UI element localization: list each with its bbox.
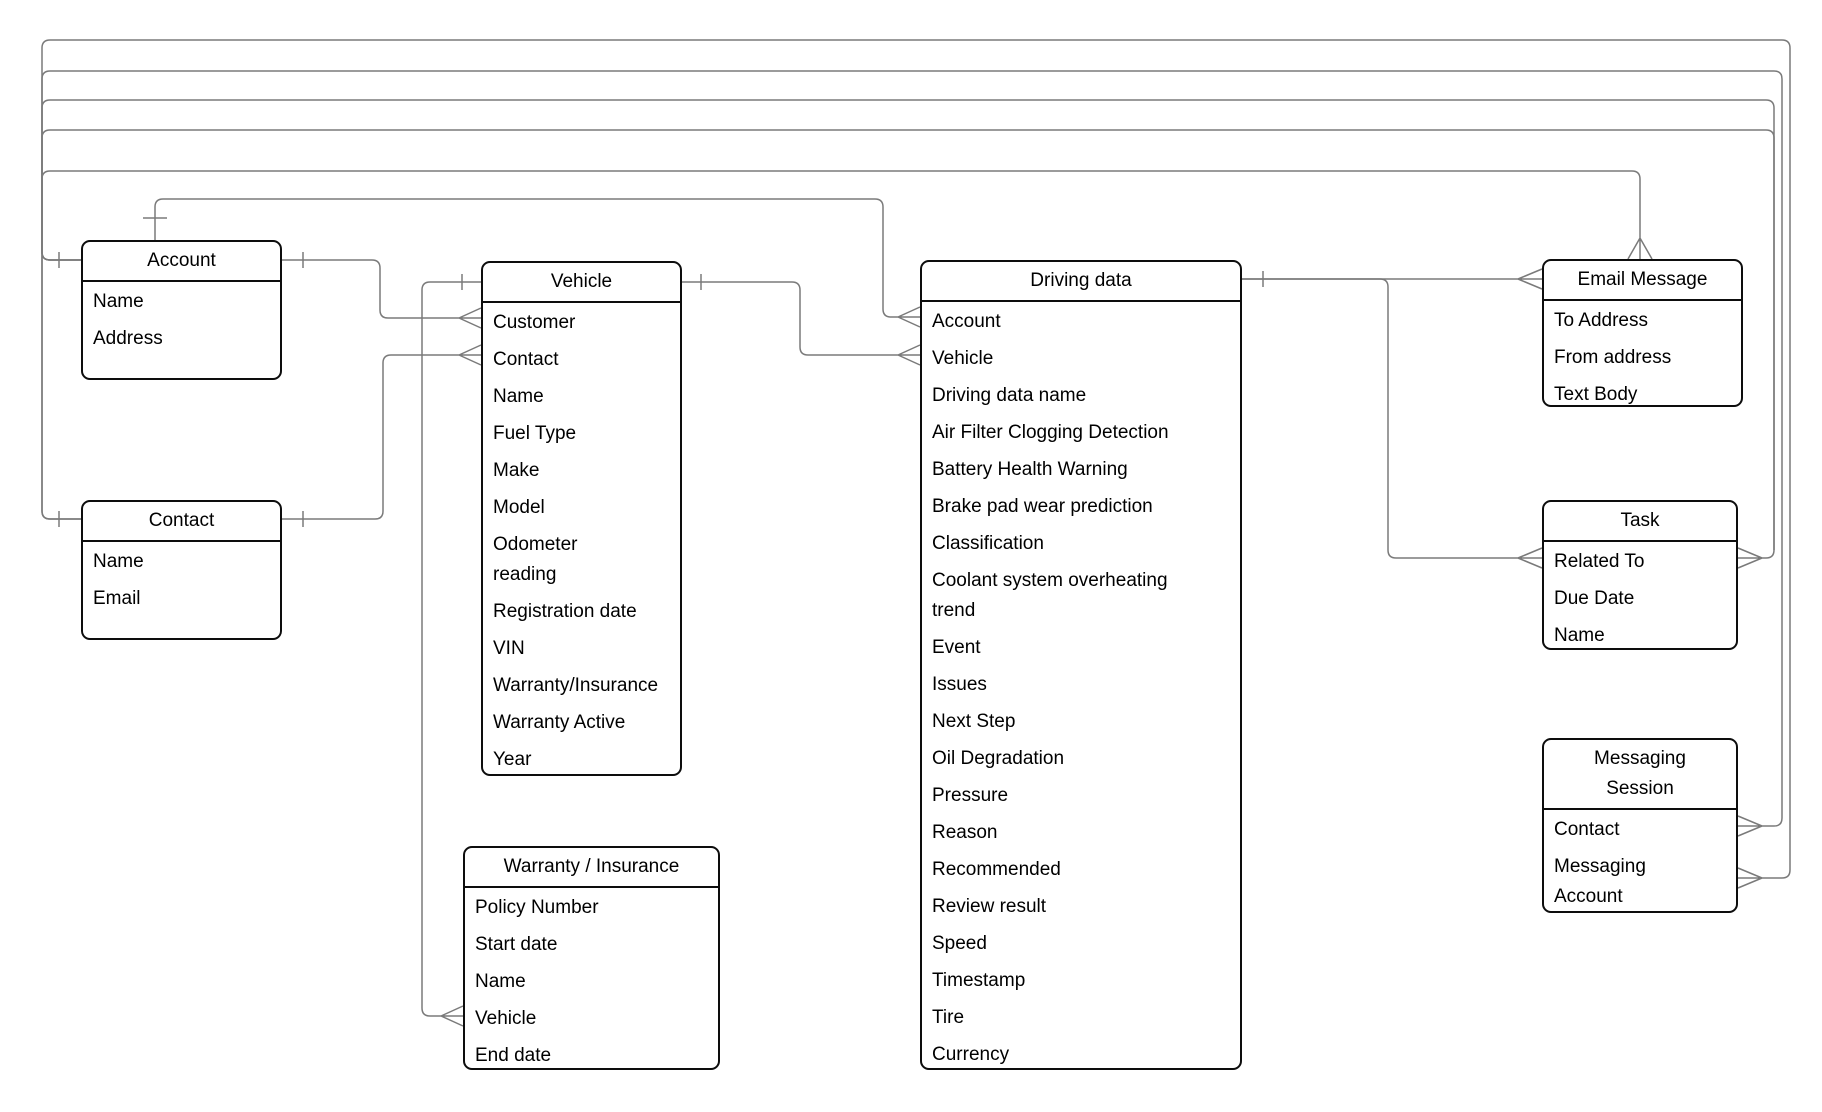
entity-field: Due Date <box>1554 587 1635 609</box>
entity-field: End date <box>475 1044 552 1066</box>
entity-field: Coolant system overheating trend <box>932 569 1168 621</box>
entity-field: Event <box>932 636 981 658</box>
entity-field: Messaging Account <box>1554 855 1646 907</box>
entity-driving-data[interactable]: Driving data Account Vehicle Driving dat… <box>920 260 1242 1070</box>
entity-field: Air Filter Clogging Detection <box>932 421 1169 443</box>
connector-driving-data-task <box>1242 278 1543 569</box>
connector-account-task <box>41 99 1775 569</box>
connector-account-messaging-account <box>41 39 1791 889</box>
connector-contact-vehicle-contact <box>282 344 482 520</box>
entity-field: Related To <box>1554 550 1645 572</box>
entity-contact[interactable]: Contact Name Email <box>81 500 282 640</box>
entity-title-messaging-session: Messaging Session <box>1544 740 1736 810</box>
entity-title-vehicle: Vehicle <box>483 263 680 303</box>
entity-title-task: Task <box>1544 502 1736 542</box>
connector-vehicle-warranty <box>421 281 481 1027</box>
entity-field: Speed <box>932 932 987 954</box>
entity-field: Model <box>493 496 545 518</box>
entity-field: From address <box>1554 346 1672 368</box>
entity-field: Warranty/Insurance <box>493 674 659 696</box>
entity-field: Vehicle <box>475 1007 537 1029</box>
entity-messaging-session[interactable]: Messaging Session Contact Messaging Acco… <box>1542 738 1738 913</box>
connector-vehicle-driving-data <box>682 281 921 366</box>
entity-field: Fuel Type <box>493 422 577 444</box>
entity-field: Reason <box>932 821 998 843</box>
entity-field: To Address <box>1554 309 1648 331</box>
entity-field: Address <box>93 327 163 349</box>
entity-title-contact: Contact <box>83 502 280 542</box>
entity-field: Account <box>932 310 1001 332</box>
connector-contact-task <box>41 129 1775 550</box>
entity-field: Make <box>493 459 540 481</box>
entity-field: Classification <box>932 532 1044 554</box>
entity-account[interactable]: Account Name Address <box>81 240 282 380</box>
entity-vehicle[interactable]: Vehicle Customer Contact Name Fuel Type … <box>481 261 682 776</box>
entity-field: Start date <box>475 933 558 955</box>
entity-field: Name <box>93 550 144 572</box>
entity-field: Currency <box>932 1043 1010 1065</box>
entity-field: Customer <box>493 311 576 333</box>
entity-field: VIN <box>493 637 525 659</box>
entity-field: Name <box>475 970 526 992</box>
entity-field: Timestamp <box>932 969 1026 991</box>
entity-field: Brake pad wear prediction <box>932 495 1153 517</box>
entity-title-email-message: Email Message <box>1544 261 1741 301</box>
connector-contact-messaging-contact <box>41 70 1783 837</box>
entity-field: Issues <box>932 673 987 695</box>
entity-field: Text Body <box>1554 383 1638 405</box>
entity-field: Battery Health Warning <box>932 458 1128 480</box>
entity-field: Tire <box>932 1006 965 1028</box>
entity-field: Pressure <box>932 784 1009 806</box>
entity-field: Name <box>93 290 144 312</box>
entity-field: Contact <box>1554 818 1620 840</box>
connector-account-vehicle-customer <box>282 259 482 329</box>
entity-field: Year <box>493 748 532 770</box>
entity-title-warranty-insurance: Warranty / Insurance <box>465 848 718 888</box>
entity-field: Vehicle <box>932 347 994 369</box>
entity-title-account: Account <box>83 242 280 282</box>
entity-field: Email <box>93 587 141 609</box>
connector-account-email-message <box>41 170 1653 261</box>
entity-field: Odometer reading <box>493 533 578 585</box>
entity-field: Review result <box>932 895 1047 917</box>
entity-field: Name <box>493 385 544 407</box>
entity-field: Registration date <box>493 600 637 622</box>
entity-field: Name <box>1554 624 1605 646</box>
entity-title-driving-data: Driving data <box>922 262 1240 302</box>
entity-field: Policy Number <box>475 896 599 918</box>
entity-task[interactable]: Task Related To Due Date Name <box>1542 500 1738 650</box>
entity-warranty-insurance[interactable]: Warranty / Insurance Policy Number Start… <box>463 846 720 1070</box>
entity-field: Driving data name <box>932 384 1087 406</box>
entity-field: Next Step <box>932 710 1016 732</box>
entity-field: Contact <box>493 348 559 370</box>
entity-email-message[interactable]: Email Message To Address From address Te… <box>1542 259 1743 407</box>
entity-field: Oil Degradation <box>932 747 1065 769</box>
entity-field: Recommended <box>932 858 1061 880</box>
connector-account-driving-data <box>154 198 921 328</box>
entity-field: Warranty Active <box>493 711 626 733</box>
